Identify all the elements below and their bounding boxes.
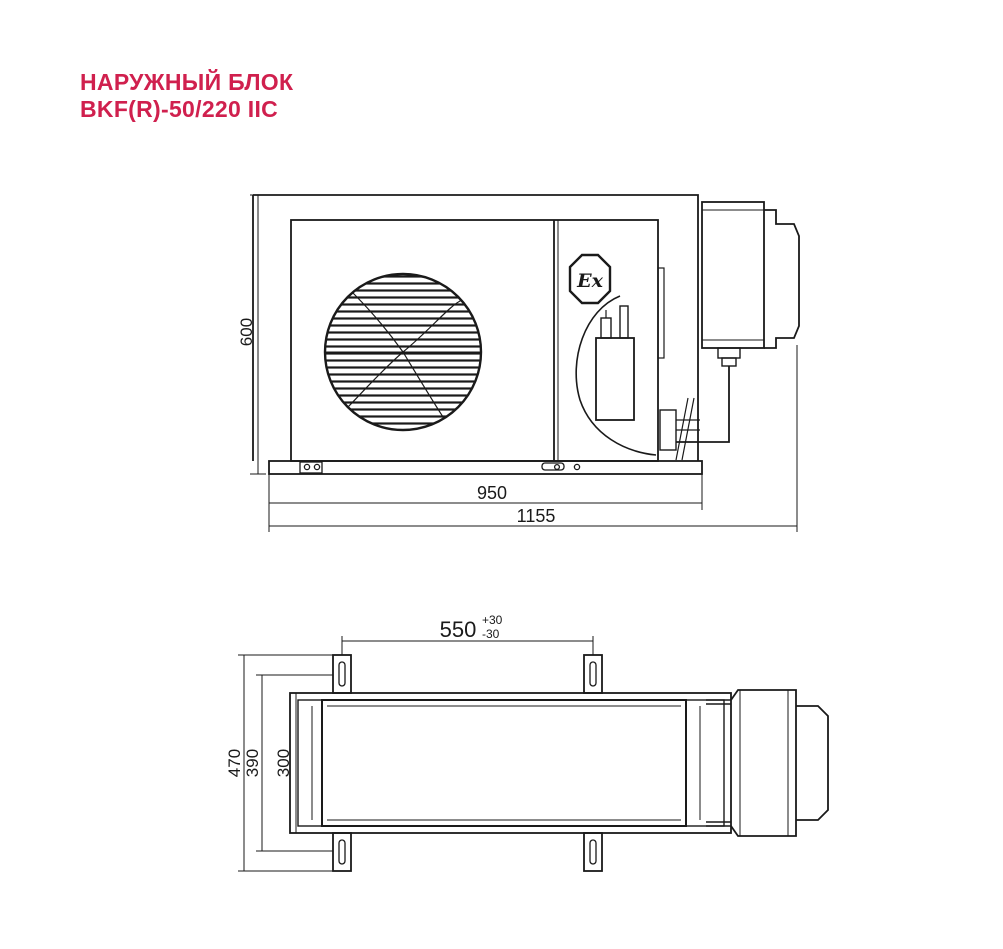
dimension-width-total: 1155 <box>517 506 556 526</box>
cabinet-outline <box>252 194 699 461</box>
tolerance-minus: -30 <box>482 627 500 641</box>
top-dimensions <box>238 636 594 872</box>
motor-top <box>706 689 829 837</box>
ex-mark <box>568 253 612 305</box>
fan-grille <box>323 272 483 432</box>
mount-bracket <box>332 654 352 694</box>
power-cable <box>676 366 730 443</box>
dimension-spacing: 550 <box>440 617 477 642</box>
top-body <box>321 699 687 827</box>
mount-bracket <box>332 832 352 872</box>
top-frame <box>289 692 732 834</box>
title-line-1: НАРУЖНЫЙ БЛОК <box>80 69 294 95</box>
compartment-arc <box>575 295 657 456</box>
front-view <box>252 194 800 475</box>
dimension-depth-inner: 300 <box>274 749 293 777</box>
title-line-2: BKF(R)-50/220 IIC <box>80 96 279 122</box>
dimension-height: 600 <box>237 318 256 346</box>
top-view <box>289 654 829 872</box>
tolerance-plus: +30 <box>482 613 503 627</box>
ex-mark-label: Ex <box>576 270 603 292</box>
dimension-depth-outer: 470 <box>225 749 244 777</box>
dimension-width-body: 950 <box>477 483 507 503</box>
dimension-depth-mid: 390 <box>243 749 262 777</box>
mount-bracket <box>583 654 603 694</box>
base-plate <box>268 460 703 475</box>
mount-bracket <box>583 832 603 872</box>
motor-housing <box>701 201 800 367</box>
junction-box <box>595 337 635 421</box>
front-dimensions <box>250 194 798 532</box>
